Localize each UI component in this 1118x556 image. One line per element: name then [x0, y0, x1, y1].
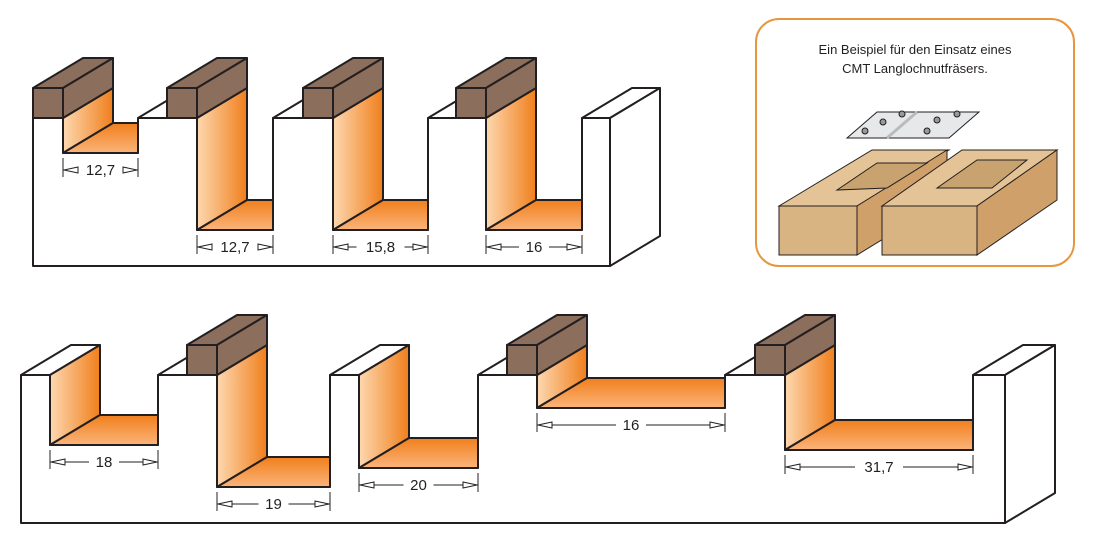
- dimension-arrow-left: [217, 500, 233, 508]
- dimension-line: [358, 473, 479, 492]
- slot-floor: [784, 419, 974, 451]
- dimension-line: [784, 455, 974, 474]
- bottom-board: 18 19 20 16 31,7: [20, 314, 1056, 524]
- slot: 16: [455, 57, 583, 256]
- slot: 12,7: [166, 57, 274, 256]
- example-callout-box: Ein Beispiel für den Einsatz eines CMT L…: [755, 18, 1075, 267]
- slot-floor: [49, 414, 159, 446]
- dimension-line: [332, 235, 429, 254]
- dimension-line: [485, 235, 583, 254]
- slot: 15,8: [302, 57, 429, 256]
- slot-floor: [216, 456, 331, 488]
- router-bit-front: [32, 87, 64, 119]
- dimension-arrow-left: [63, 166, 79, 174]
- board-front-face: [20, 374, 1006, 524]
- slot-floor: [332, 199, 429, 231]
- dimension-line: [49, 450, 159, 469]
- dimension-label: 31,7: [864, 459, 893, 476]
- dimension-arrow-right: [257, 243, 273, 251]
- dimension-label: 20: [410, 477, 427, 494]
- dimension-arrow-right: [462, 481, 478, 489]
- router-bit-front: [186, 344, 218, 376]
- dimension-line: [216, 492, 331, 511]
- callout-line-2: CMT Langlochnutfräsers.: [842, 61, 988, 76]
- slot: 12,7: [32, 57, 139, 179]
- dimension-arrow-right: [142, 458, 158, 466]
- slot-floor: [536, 377, 726, 409]
- dimension-label: 18: [96, 454, 113, 471]
- hinge-mortise-illustration: [777, 110, 1059, 256]
- slot-floor: [196, 199, 274, 231]
- router-bit-front: [754, 344, 786, 376]
- dimension-arrow-left: [359, 481, 375, 489]
- slot: 16: [506, 314, 726, 434]
- dimension-line: [62, 158, 139, 177]
- slot: 20: [358, 344, 479, 494]
- board-end-face: [609, 87, 661, 267]
- router-bit-front: [506, 344, 538, 376]
- dimension-arrow-right: [122, 166, 138, 174]
- dimension-label: 16: [526, 239, 543, 256]
- callout-caption: Ein Beispiel für den Einsatz eines CMT L…: [757, 40, 1073, 78]
- dimension-arrow-right: [566, 243, 582, 251]
- dimension-label: 19: [265, 496, 282, 513]
- dimension-label: 15,8: [366, 239, 395, 256]
- dimension-line: [196, 235, 274, 254]
- wood-block-right: [880, 149, 1059, 256]
- dimension-arrow-right: [709, 421, 725, 429]
- dimension-arrow-left: [785, 463, 801, 471]
- dimension-arrow-right: [412, 243, 428, 251]
- hinge-icon: [845, 110, 981, 140]
- callout-line-1: Ein Beispiel für den Einsatz eines: [818, 42, 1012, 57]
- slot-floor: [485, 199, 583, 231]
- slot-floor: [358, 437, 479, 469]
- dimension-arrow-left: [537, 421, 553, 429]
- router-bit-front: [166, 87, 198, 119]
- dimension-arrow-left: [197, 243, 213, 251]
- dimension-label: 12,7: [86, 162, 115, 179]
- router-bit-front: [455, 87, 487, 119]
- top-board: 12,7 12,7 15,8 16: [32, 57, 661, 267]
- slot: 18: [49, 344, 159, 471]
- slot-floor: [62, 122, 139, 154]
- dimension-label: 16: [623, 417, 640, 434]
- dimension-arrow-left: [333, 243, 349, 251]
- dimension-arrow-left: [486, 243, 502, 251]
- router-bit-front: [302, 87, 334, 119]
- dimension-arrow-right: [314, 500, 330, 508]
- slot: 19: [186, 314, 331, 513]
- board-end-face: [1004, 344, 1056, 524]
- dimension-line: [536, 413, 726, 432]
- dimension-arrow-left: [50, 458, 66, 466]
- dimension-arrow-right: [957, 463, 973, 471]
- slot: 31,7: [754, 314, 974, 476]
- dimension-label: 12,7: [220, 239, 249, 256]
